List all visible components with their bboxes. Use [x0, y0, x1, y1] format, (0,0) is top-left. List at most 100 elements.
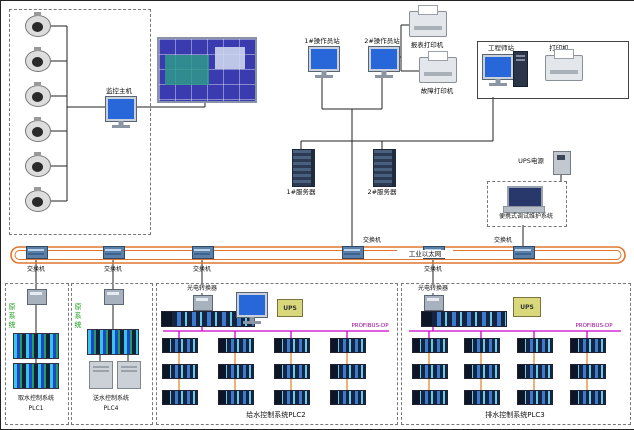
video-wall-icon: [157, 37, 257, 103]
cabinet-icon: [117, 361, 141, 389]
switch-label: 交换机: [192, 266, 211, 273]
io-rack-icon: [412, 390, 448, 405]
fault-printer-icon: [419, 51, 457, 83]
engineer-box: [477, 41, 629, 99]
io-rack-icon: [570, 364, 606, 379]
plc-a-label: 取水控制系统: [17, 395, 54, 402]
engineer-tower-icon: [513, 51, 528, 87]
plc-box-b: [71, 283, 153, 425]
plc-main-rack-icon: [421, 311, 507, 327]
ring-switch-4-icon: [342, 246, 364, 259]
fiber-converter-icon: [193, 295, 213, 311]
fiber-converter-icon: [104, 289, 124, 305]
ring-switch-3-icon: [192, 246, 214, 259]
profibus-wires: [163, 325, 621, 338]
cabinet-icon: [89, 361, 113, 389]
fiber-converter-icon: [27, 289, 47, 305]
ups-power-label: UPS电源: [518, 157, 544, 165]
plc-box-a: [5, 283, 69, 425]
legacy-system-label: 原系统: [8, 303, 16, 330]
camera-icon: [25, 187, 51, 212]
operator1-label: 1#操作员站: [304, 37, 340, 45]
io-rack-icon: [464, 390, 500, 405]
io-rack-icon: [412, 338, 448, 353]
server1-label: 1#服务器: [286, 188, 316, 196]
plc-c-label: 给水控制系统PLC2: [246, 411, 306, 419]
io-rack-icon: [464, 364, 500, 379]
io-rack-icon: [330, 338, 366, 353]
ethernet-ring-label: 工业以太网: [397, 250, 453, 259]
io-rack-icon: [162, 390, 198, 405]
operator2-label: 2#操作员站: [364, 37, 400, 45]
plc-b-label: 送水控制系统: [92, 395, 129, 402]
io-rack-icon: [570, 338, 606, 353]
plc-box-d: [401, 283, 631, 425]
plc-a-number: PLC1: [28, 405, 44, 412]
legacy-rack-icon: [87, 329, 139, 355]
portable-label: 便携式调试维护系统: [498, 213, 553, 220]
profibus-label: PROFIBUS-DP: [575, 323, 613, 329]
ups-power-icon: [553, 151, 571, 175]
io-rack-icon: [218, 338, 254, 353]
engineer-station-label: 工程师站: [488, 44, 514, 52]
operator1-monitor-icon: [308, 46, 340, 72]
switch-label: 交换机: [362, 237, 381, 244]
plc-b-number: PLC4: [103, 405, 119, 412]
io-rack-icon: [274, 364, 310, 379]
io-rack-icon: [330, 364, 366, 379]
fiber-converter-label: 光电转换器: [405, 285, 461, 293]
io-rack-icon: [570, 390, 606, 405]
io-rack-icon: [517, 338, 553, 353]
plc-d-label: 排水控制系统PLC3: [485, 411, 545, 419]
io-rack-icon: [517, 390, 553, 405]
io-rack-icon: [330, 390, 366, 405]
report-printer-icon: [409, 5, 447, 37]
engineer-monitor-icon: [482, 54, 514, 80]
engineer-printer-label: 打印机: [549, 44, 569, 52]
io-rack-icon: [274, 390, 310, 405]
io-rack-icon: [464, 338, 500, 353]
io-rack-icon: [162, 364, 198, 379]
legacy-rack-icon: [13, 333, 59, 359]
legacy-rack-icon: [13, 363, 59, 389]
profibus-label: PROFIBUS-DP: [351, 323, 389, 329]
fiber-converter-label: 光电转换器: [174, 285, 230, 293]
cctv-host-monitor-icon: [105, 96, 137, 122]
camera-icon: [25, 117, 51, 142]
io-rack-icon: [412, 364, 448, 379]
engineer-printer-icon: [545, 49, 583, 81]
signal-wires: [35, 24, 562, 363]
io-rack-icon: [274, 338, 310, 353]
report-printer-label: 报表打印机: [410, 41, 444, 49]
io-rack-icon: [218, 364, 254, 379]
cctv-host-label: 监控主机: [91, 87, 147, 96]
ring-switch-6-icon: [513, 246, 535, 259]
io-rack-icon: [218, 390, 254, 405]
portable-box: [487, 181, 567, 227]
legacy-system-label: 原系统: [74, 303, 82, 330]
camera-icon: [25, 47, 51, 72]
switch-label: 交换机: [423, 266, 442, 273]
hmi-monitor-icon: [236, 292, 268, 318]
camera-icon: [25, 12, 51, 37]
camera-icon: [25, 82, 51, 107]
ring-switch-1-icon: [26, 246, 48, 259]
ups-box-icon: UPS: [513, 297, 541, 317]
server2-label: 2#服务器: [367, 188, 397, 196]
io-rack-icon: [517, 364, 553, 379]
switch-label: 交换机: [493, 237, 512, 244]
laptop-icon: [503, 186, 545, 213]
switch-label: 交换机: [26, 266, 45, 273]
video-wall-image: [215, 47, 245, 69]
io-rack-icon: [162, 338, 198, 353]
cctv-box: [9, 9, 151, 235]
ethernet-ring: [10, 246, 626, 264]
plc-box-c: [156, 283, 398, 425]
switch-label: 交换机: [103, 266, 122, 273]
server2-icon: [373, 149, 396, 187]
ups-box-icon: UPS: [277, 299, 303, 317]
fiber-converter-icon: [424, 295, 444, 311]
server1-icon: [292, 149, 315, 187]
